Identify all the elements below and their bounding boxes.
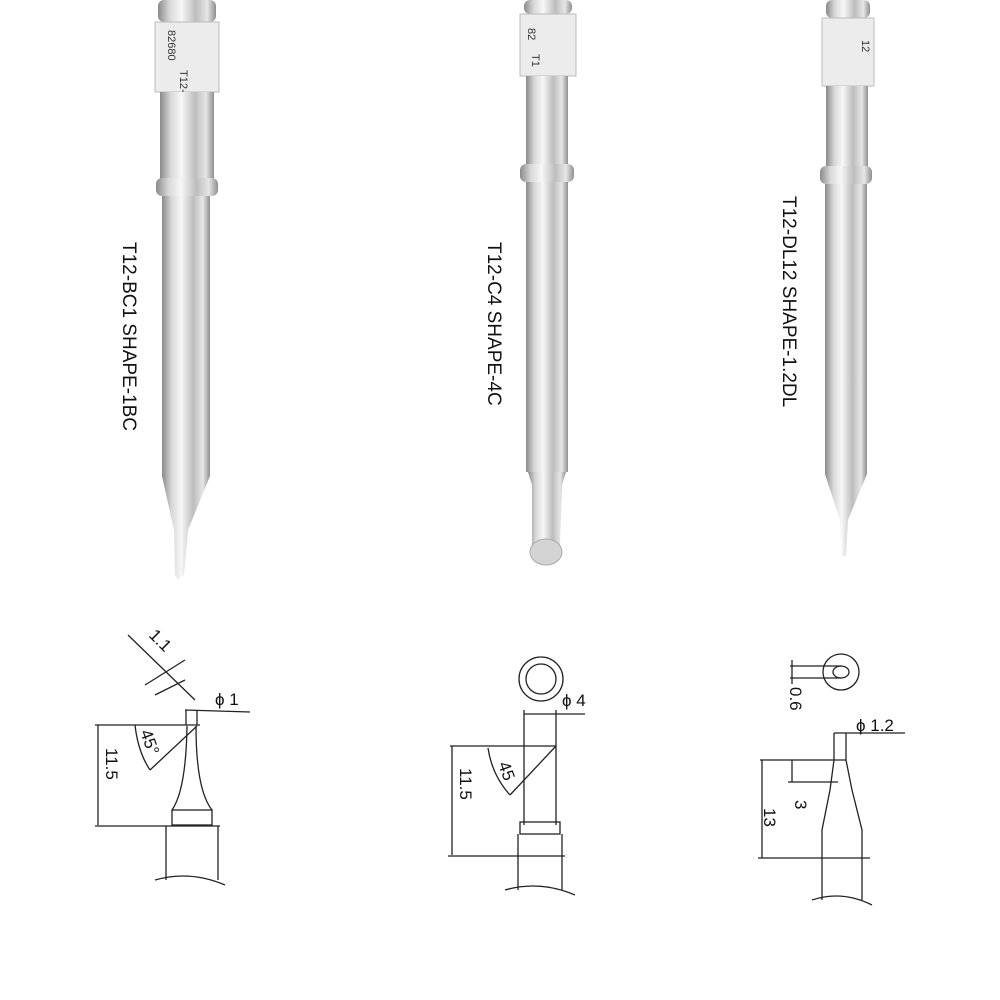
dim-length: 11.5 — [456, 768, 475, 800]
tip-dl12-photo: 12 — [820, 0, 875, 558]
diagram-bc1: 1.1 ϕ 1 45° 11.5 — [95, 625, 251, 886]
diagram-dl12: 0.6 ϕ 1.2 3 13 — [758, 653, 905, 906]
tip-stamp: 82 — [525, 28, 537, 40]
dim-diameter: ϕ 1 — [215, 690, 239, 709]
tip-label: T12-C4 SHAPE-4C — [483, 242, 504, 406]
tip-stamp: 12 — [859, 40, 871, 52]
dim-diameter: ϕ 4 — [562, 691, 586, 710]
dim-length: 11.5 — [102, 748, 121, 780]
dim-width: 1.1 — [145, 625, 175, 655]
tip-stamp: T1 — [529, 54, 541, 67]
dim-angle: 45° — [136, 727, 163, 758]
dim-diameter: ϕ 1.2 — [856, 716, 894, 735]
dim-thickness: 0.6 — [786, 687, 805, 711]
dim-bevel: 3 — [791, 800, 810, 809]
tip-stamp: 82680 — [165, 30, 177, 61]
tip-label: T12-BC1 SHAPE-1BC — [118, 242, 139, 431]
tip-label: T12-DL12 SHAPE-1.2DL — [778, 196, 799, 407]
dim-angle: 45 — [494, 759, 518, 783]
diagram-c4: ϕ 4 45 11.5 — [448, 656, 586, 896]
dim-length: 13 — [760, 808, 779, 827]
tip-stamp: T12- — [177, 70, 189, 93]
tip-c4-photo: 82 T1 — [519, 0, 577, 566]
tip-bc1-photo: 82680 T12- — [154, 0, 220, 580]
